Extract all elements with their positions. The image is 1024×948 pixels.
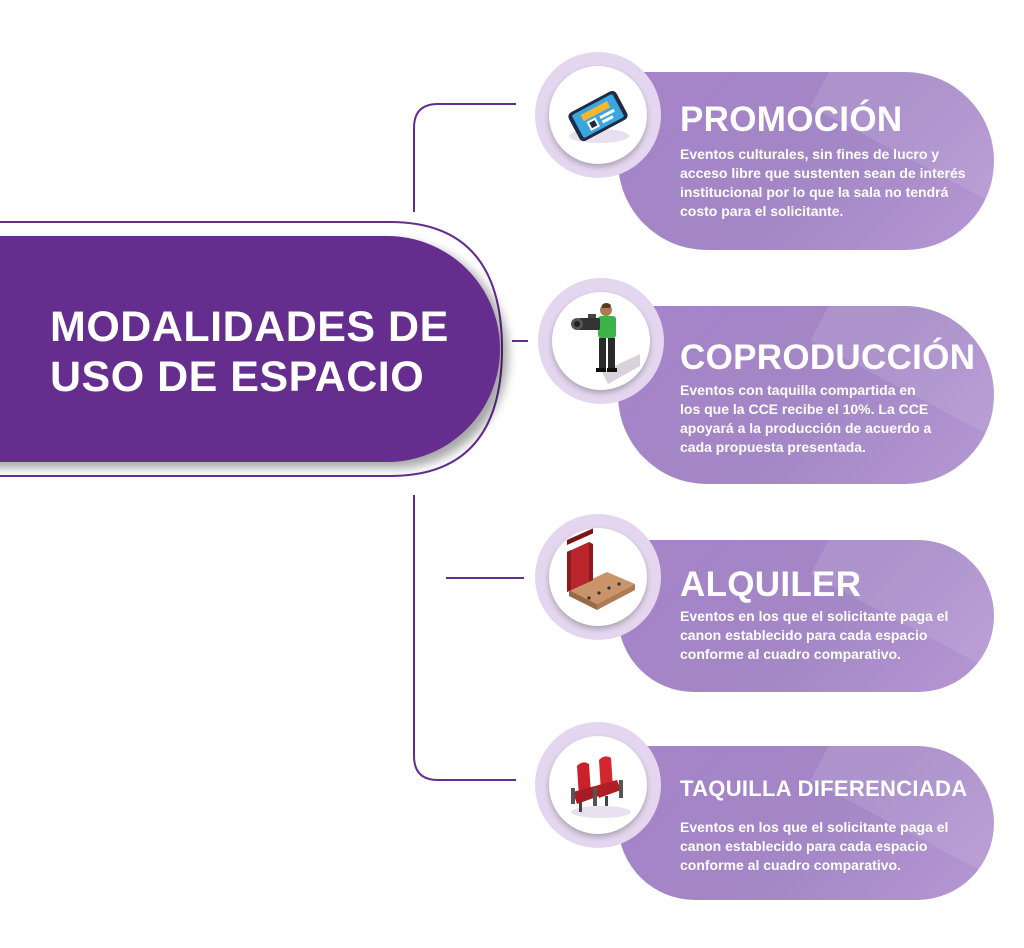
- card-alquiler-description: Eventos en los que el solicitante paga e…: [680, 607, 980, 664]
- card-coproduccion-description: Eventos con taquilla compartida en los q…: [680, 381, 980, 457]
- main-title: MODALIDADES DE USO DE ESPACIO: [50, 302, 449, 402]
- card-taquilla-diferenciada-line-1: Eventos en los que el solicitante paga e…: [680, 819, 949, 835]
- icon-halo-taquilla-diferenciada: [535, 722, 661, 848]
- card-coproduccion-line-2: los que la CCE recibe el 10%. La CCE: [680, 401, 929, 417]
- icon-halo-alquiler: [535, 514, 661, 640]
- card-promocion-line-1: Eventos culturales, sin fines de lucro y: [680, 146, 940, 162]
- card-coproduccion: COPRODUCCIÓN Eventos con taquilla compar…: [618, 306, 994, 484]
- card-alquiler-line-2: canon establecido para cada espacio: [680, 627, 928, 643]
- card-promocion-description: Eventos culturales, sin fines de lucro y…: [680, 145, 980, 221]
- icon-halo-coproduccion: [538, 278, 664, 404]
- connector-bottom: [413, 495, 516, 781]
- card-coproduccion-line-1: Eventos con taquilla compartida en: [680, 382, 916, 398]
- card-taquilla-diferenciada-line-2: canon establecido para cada espacio: [680, 838, 928, 854]
- card-coproduccion-title: COPRODUCCIÓN: [680, 338, 976, 377]
- card-promocion-line-2: acceso libre que sustenten sean de inter…: [680, 165, 966, 181]
- card-taquilla-diferenciada-line-3: conforme al cuadro comparativo.: [680, 857, 901, 873]
- theater-stage-icon: [567, 528, 635, 610]
- connector-top: [413, 103, 516, 212]
- cameraman-icon: [571, 303, 640, 384]
- main-title-line-2: USO DE ESPACIO: [50, 353, 425, 401]
- card-taquilla-diferenciada-title: TAQUILLA DIFERENCIADA: [680, 776, 968, 801]
- card-taquilla-diferenciada-description: Eventos en los que el solicitante paga e…: [680, 818, 980, 875]
- card-coproduccion-line-4: cada propuesta presentada.: [680, 439, 866, 455]
- tablet-ticket-icon: [568, 90, 629, 143]
- main-title-line-1: MODALIDADES DE: [50, 303, 449, 351]
- card-taquilla-diferenciada: TAQUILLA DIFERENCIADA Eventos en los que…: [618, 746, 994, 900]
- main-title-box: [0, 236, 500, 462]
- card-alquiler-title: ALQUILER: [680, 565, 862, 604]
- card-promocion-title: PROMOCIÓN: [680, 100, 903, 139]
- card-promocion-line-4: costo para el solicitante.: [680, 203, 844, 219]
- card-promocion-line-3: institucional por lo que la sala no tend…: [680, 184, 949, 200]
- card-alquiler-line-3: conforme al cuadro comparativo.: [680, 646, 901, 662]
- main-box-outline: [0, 221, 504, 477]
- card-promocion: PROMOCIÓN Eventos culturales, sin fines …: [618, 72, 994, 250]
- card-alquiler-line-1: Eventos en los que el solicitante paga e…: [680, 608, 949, 624]
- icon-halo-promocion: [535, 52, 661, 178]
- theater-seats-icon: [571, 756, 631, 818]
- card-coproduccion-line-3: apoyará a la producción de acuerdo a: [680, 420, 932, 436]
- card-alquiler: ALQUILER Eventos en los que el solicitan…: [618, 540, 994, 692]
